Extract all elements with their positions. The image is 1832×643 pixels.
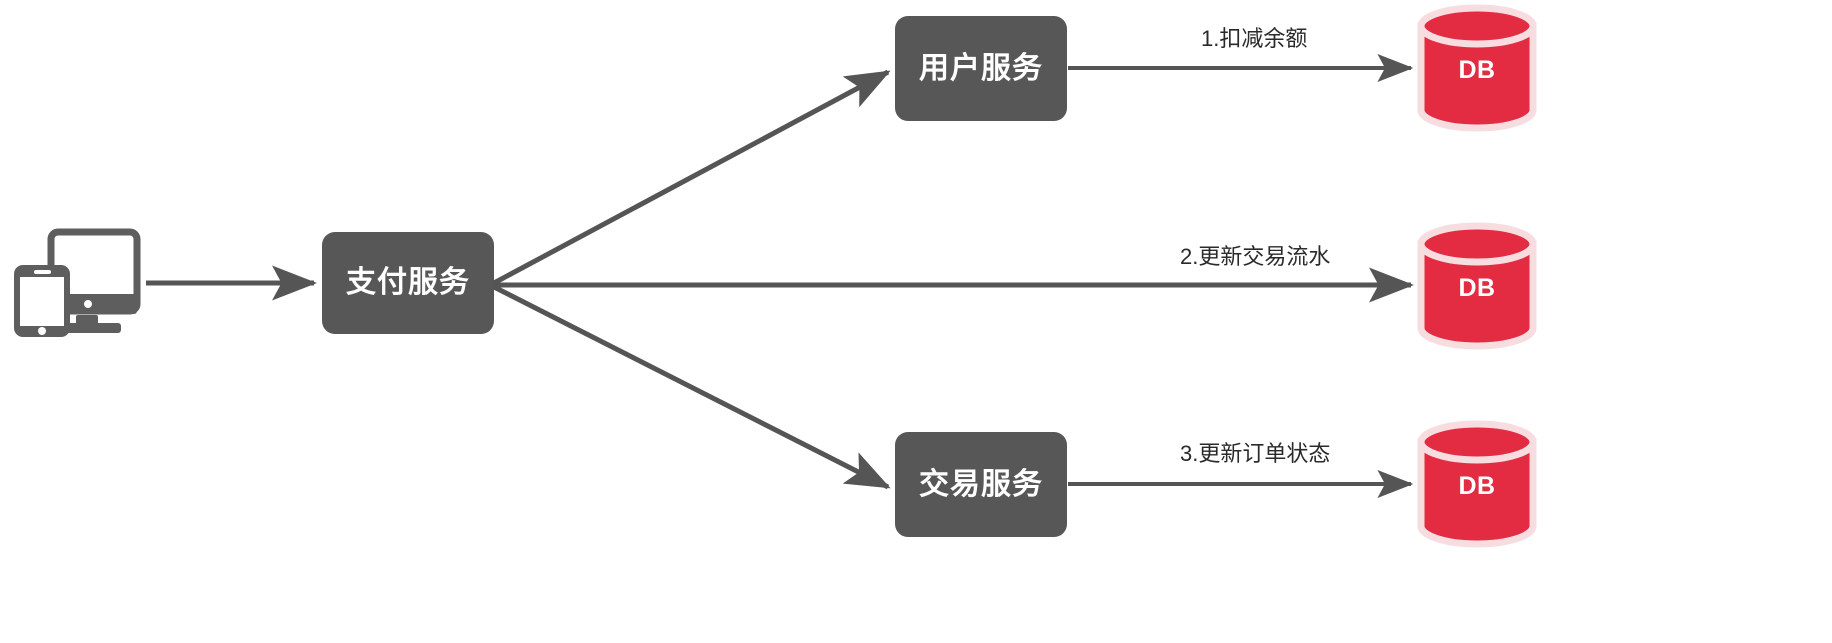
monitor-bezel-icon bbox=[51, 294, 137, 314]
db-order-label: DB bbox=[1458, 472, 1496, 500]
phone-screen-icon bbox=[20, 277, 64, 326]
phone-home-button-icon bbox=[38, 327, 46, 335]
client-device-icon bbox=[14, 228, 141, 337]
database-cylinder-icon bbox=[1417, 222, 1537, 350]
edge-payment-to-transaction-service bbox=[492, 284, 891, 490]
db-user[interactable]: DB bbox=[1414, 4, 1540, 132]
monitor-power-dot-icon bbox=[84, 300, 92, 308]
node-payment-service[interactable]: 支付服务 bbox=[322, 232, 494, 334]
db-transaction-log[interactable]: DB bbox=[1414, 222, 1540, 350]
node-transaction-service-label: 交易服务 bbox=[919, 467, 1043, 501]
node-user-service[interactable]: 用户服务 bbox=[895, 16, 1067, 121]
db-transaction-log-label: DB bbox=[1458, 274, 1496, 302]
node-user-service-label: 用户服务 bbox=[919, 51, 1043, 85]
db-order[interactable]: DB bbox=[1414, 420, 1540, 548]
edge-payment-to-user-service bbox=[492, 69, 891, 286]
database-cylinder-icon bbox=[1417, 420, 1537, 548]
edge-label-update-order-status: 3.更新订单状态 bbox=[1180, 441, 1331, 466]
db-user-label: DB bbox=[1458, 56, 1496, 84]
edge-label-update-transaction-log: 2.更新交易流水 bbox=[1180, 244, 1331, 269]
edge-label-deduct-balance: 1.扣减余额 bbox=[1201, 26, 1308, 51]
monitor-stand-base-icon bbox=[55, 323, 121, 333]
database-cylinder-icon bbox=[1417, 4, 1537, 132]
node-transaction-service[interactable]: 交易服务 bbox=[895, 432, 1067, 537]
monitor-stand-neck-icon bbox=[76, 315, 98, 325]
phone-speaker-icon bbox=[34, 270, 51, 274]
node-payment-service-label: 支付服务 bbox=[346, 266, 470, 299]
